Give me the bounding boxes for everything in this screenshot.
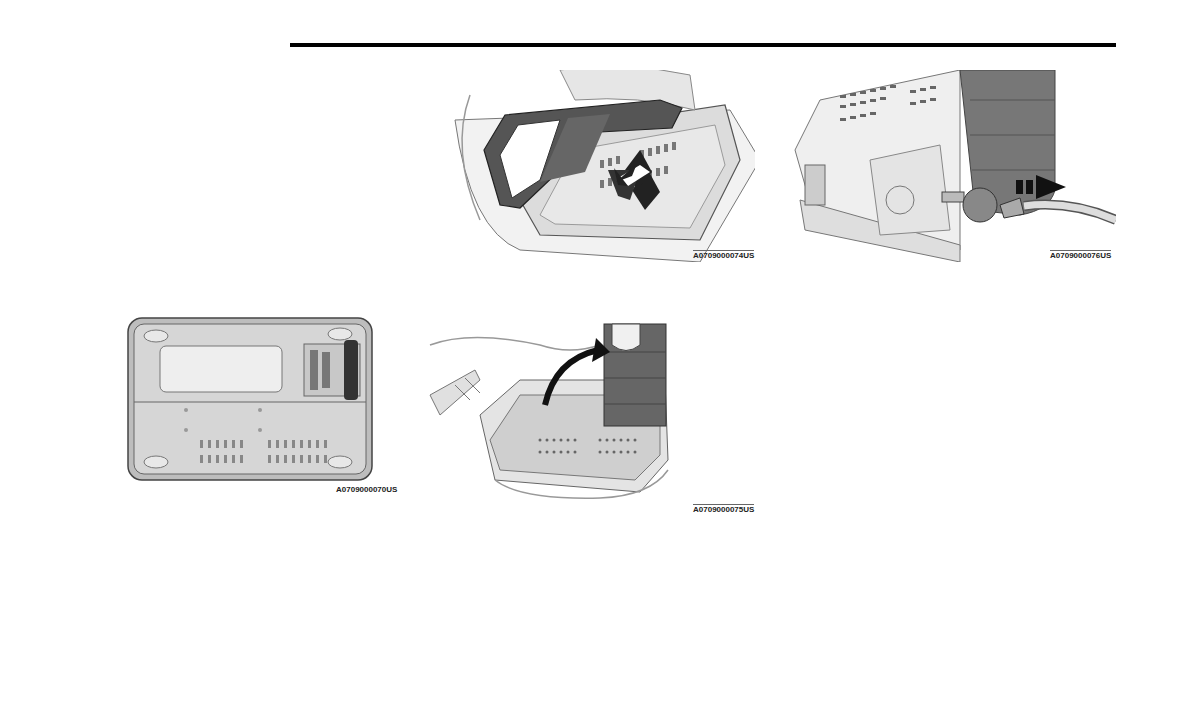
kit-bottom-figure: [128, 318, 372, 480]
bracket-install-figure: [455, 66, 760, 262]
bottle-install-figure: [430, 324, 668, 498]
header-rule: [290, 43, 1116, 47]
figure-code: A0709000076US: [1050, 250, 1111, 261]
figure-code: A0709000075US: [693, 504, 754, 515]
figure-code: A0709000070US: [336, 485, 397, 495]
hose-disconnect-figure: [795, 70, 1116, 262]
figure-code: A0709000074US: [693, 250, 754, 261]
